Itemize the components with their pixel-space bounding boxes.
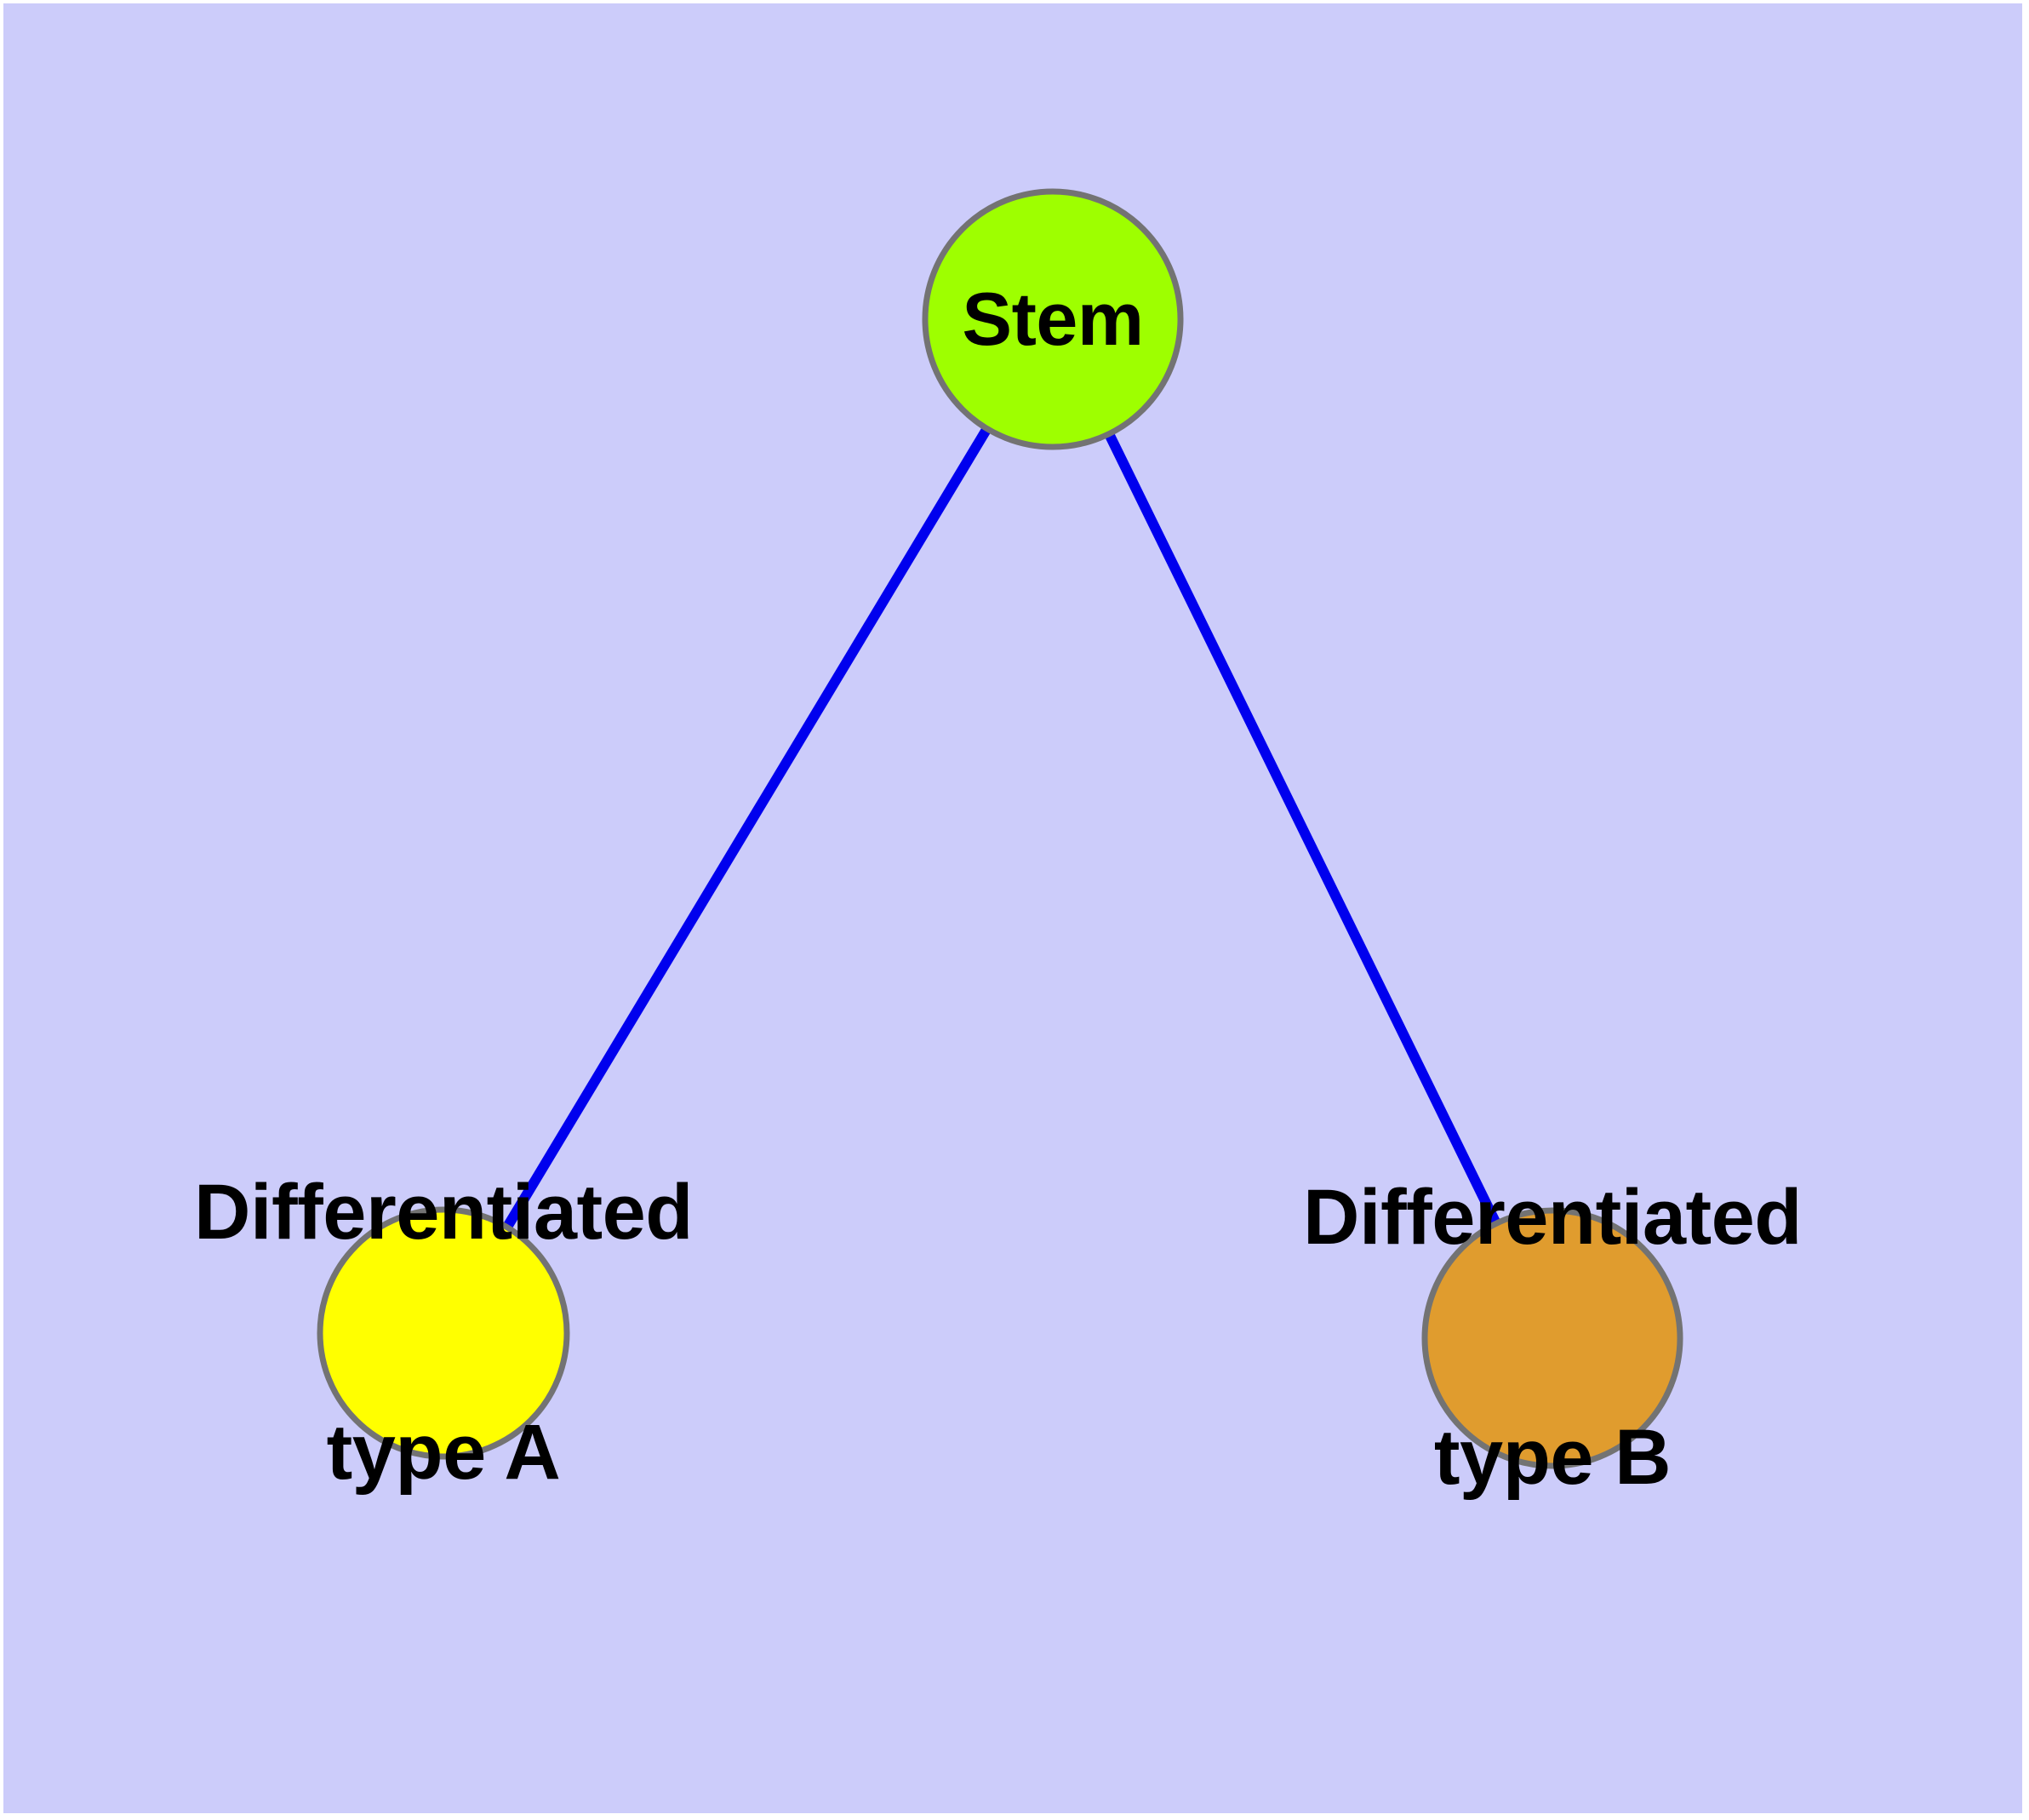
node-stem[interactable] [922, 188, 1184, 450]
edge-stem-to-differentiated-b[interactable] [1104, 432, 1501, 1226]
node-differentiated-type-b[interactable] [1421, 1207, 1683, 1469]
edges-layer [502, 426, 1501, 1230]
node-differentiated-type-a[interactable] [317, 1206, 570, 1460]
edge-stem-to-differentiated-a[interactable] [502, 426, 992, 1230]
nodes-layer [317, 188, 1683, 1469]
